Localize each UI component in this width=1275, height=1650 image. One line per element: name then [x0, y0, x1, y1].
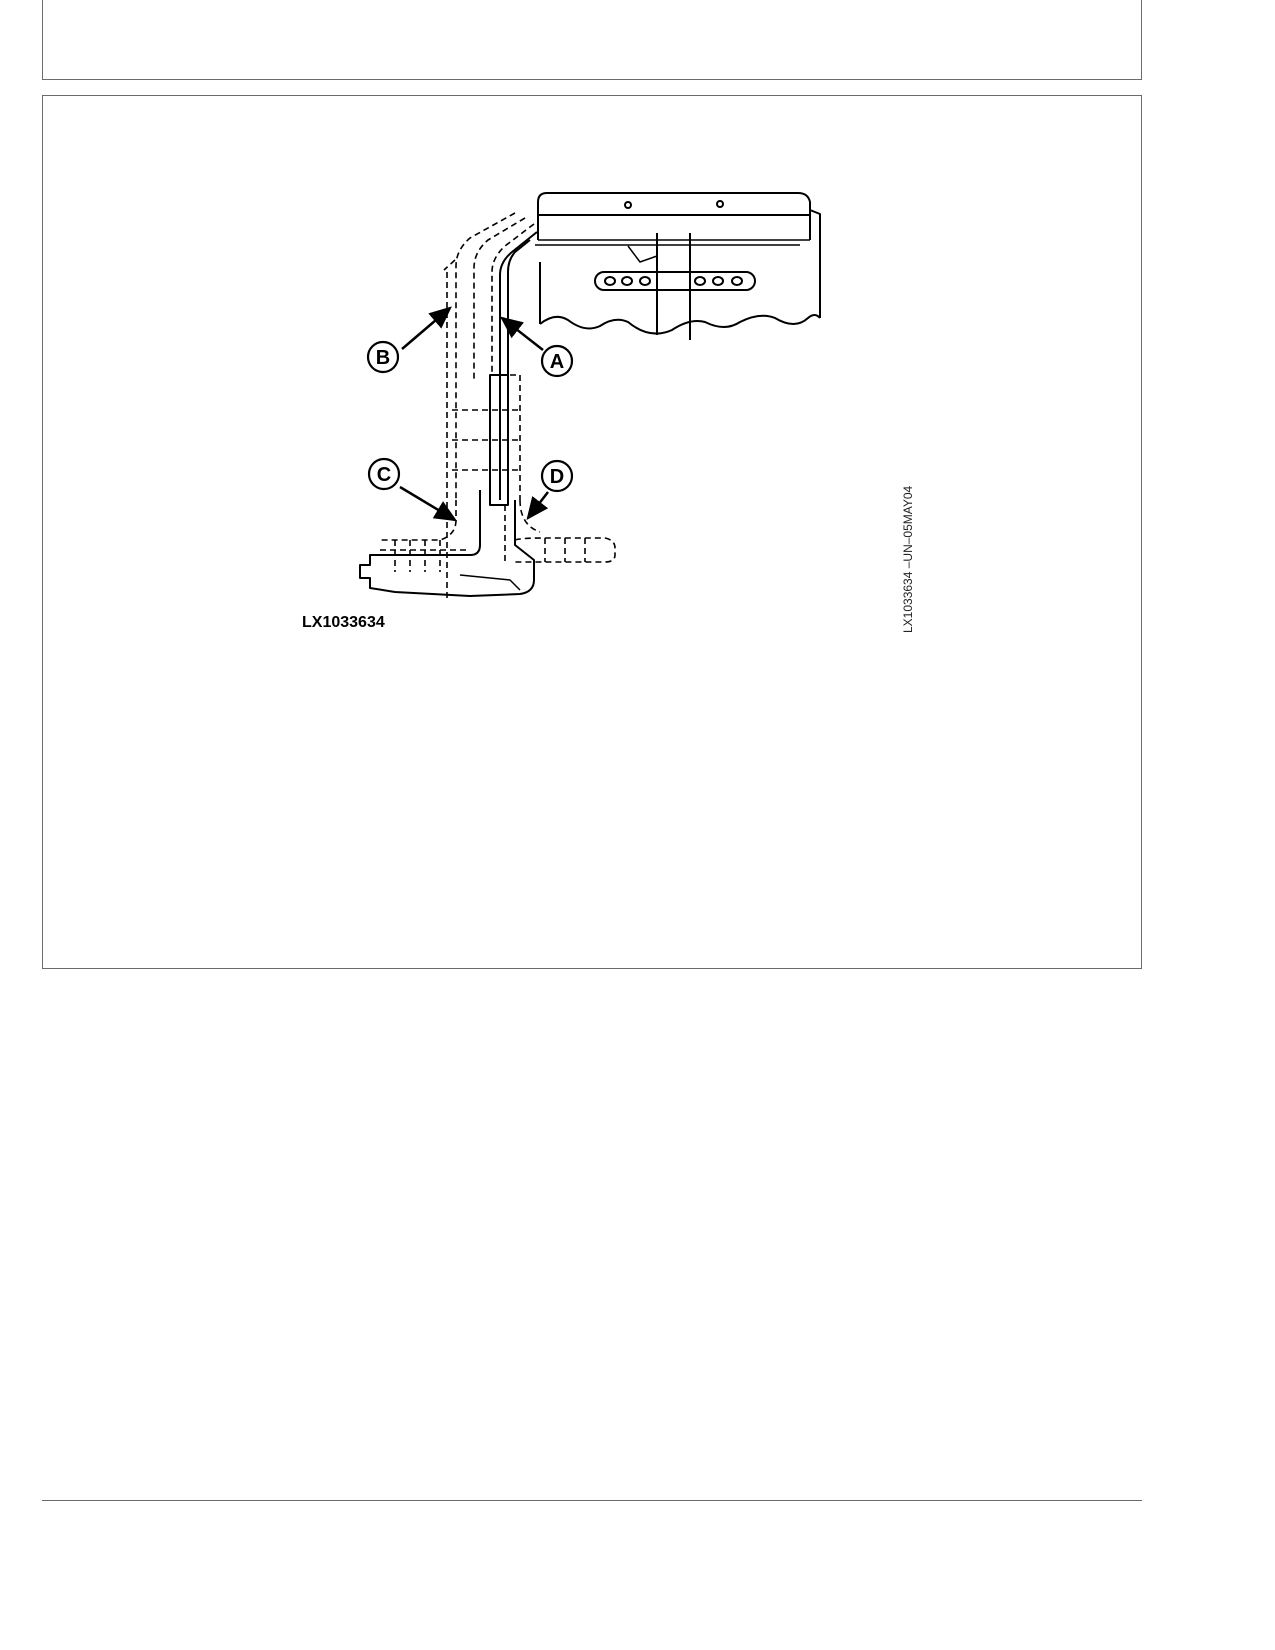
footer-rule	[42, 1500, 1142, 1501]
callout-d: D	[540, 459, 574, 493]
leader-c	[399, 485, 458, 522]
arm-position-d	[504, 499, 616, 563]
leader-a	[500, 316, 544, 351]
callout-a-letter: A	[550, 351, 564, 373]
callout-leaders	[399, 306, 549, 522]
leader-b	[401, 306, 452, 350]
arm-position-a	[359, 231, 538, 597]
callout-d-letter: D	[550, 466, 564, 488]
arm-position-b	[380, 212, 535, 600]
callout-c: C	[367, 457, 401, 491]
callout-b-letter: B	[376, 347, 390, 369]
figure-frame	[42, 95, 1142, 969]
callout-b: B	[366, 340, 400, 374]
figure-side-code: LX1033634 –UN–05MAY04	[901, 485, 915, 633]
leader-d	[526, 491, 549, 520]
housing	[535, 192, 821, 340]
figure-id-label: LX1033634	[302, 614, 385, 631]
top-frame	[42, 0, 1142, 80]
callout-a: A	[540, 344, 574, 378]
callout-c-letter: C	[377, 464, 391, 486]
